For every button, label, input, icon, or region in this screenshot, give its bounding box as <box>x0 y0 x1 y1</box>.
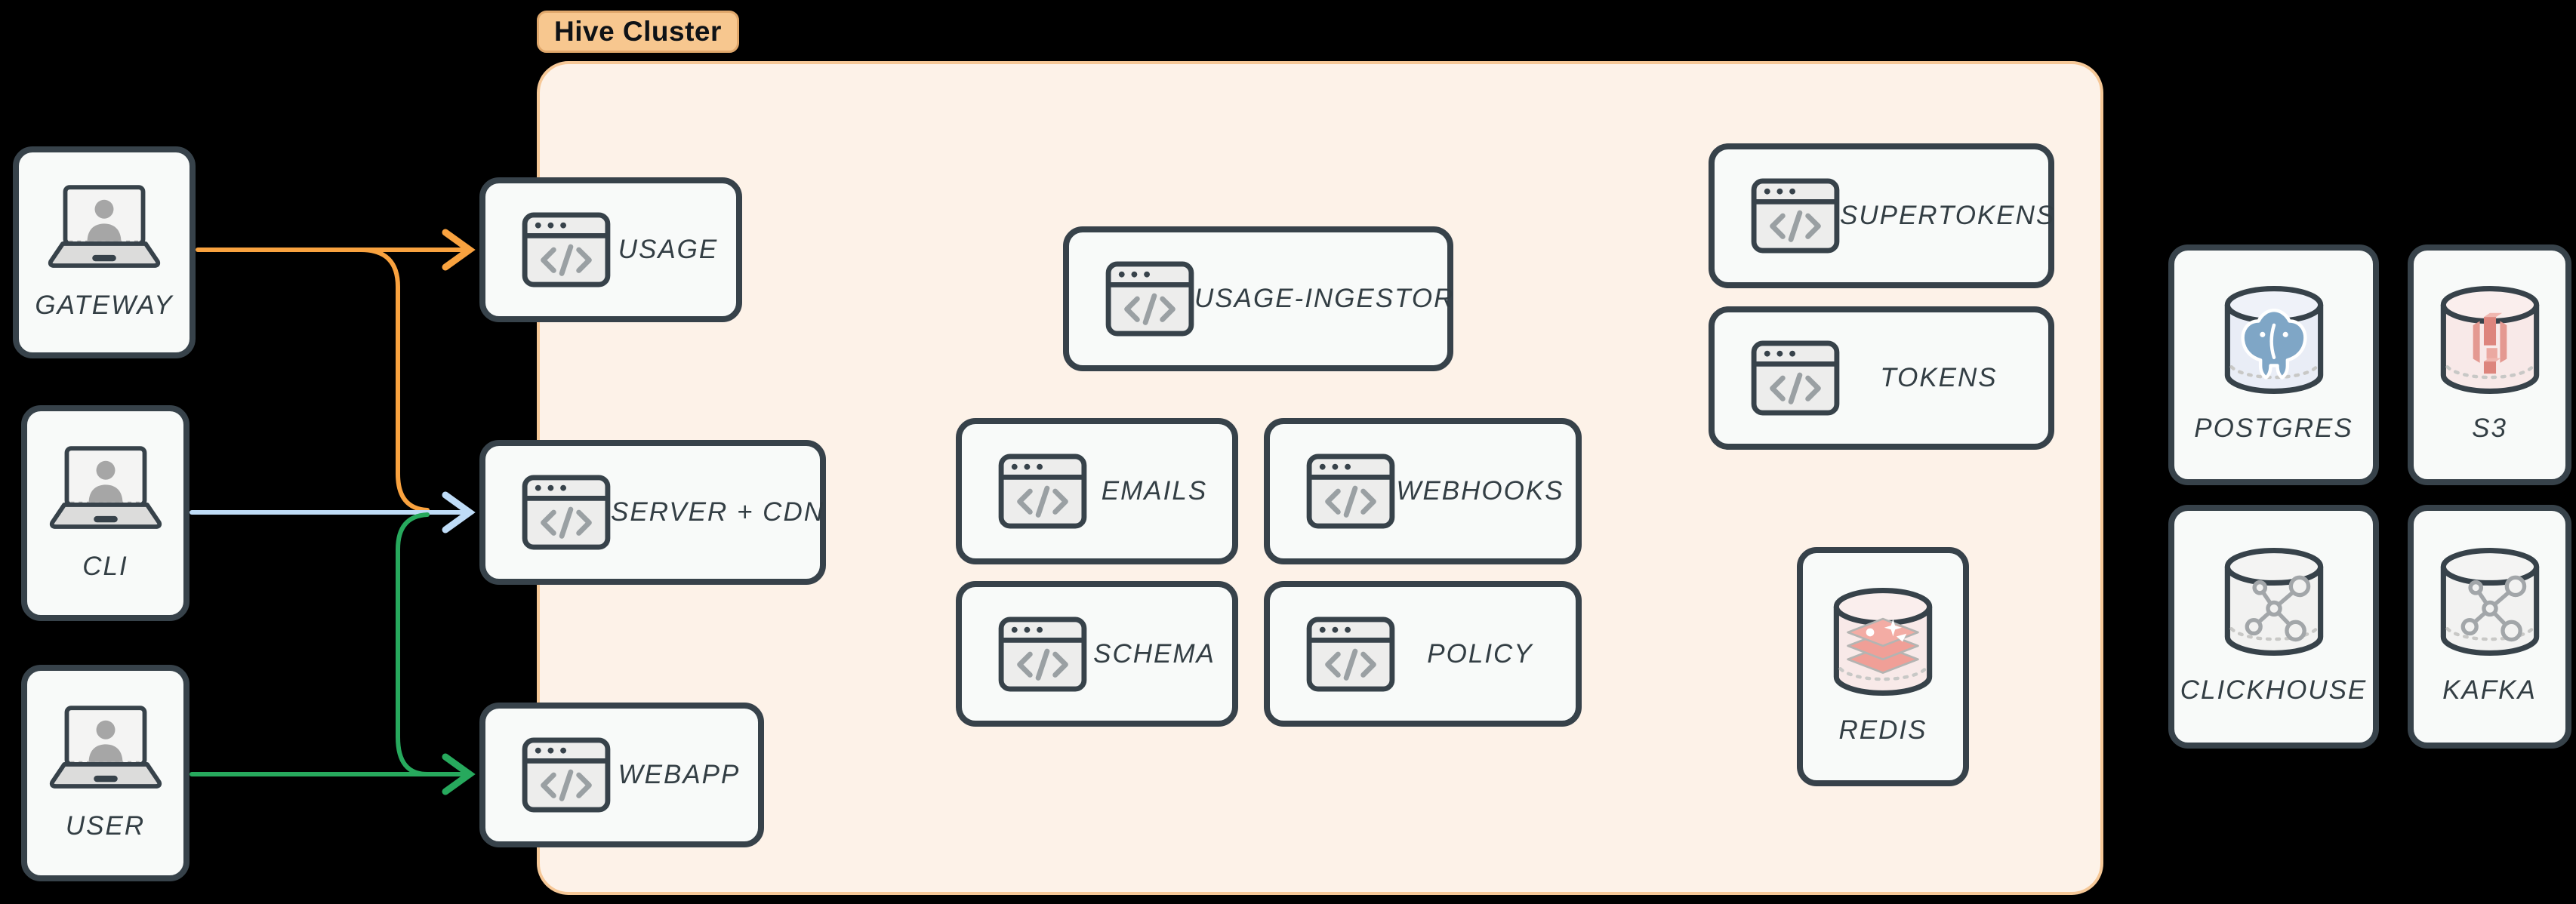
datastore-label-clickhouse: CLICKHOUSE <box>2180 675 2368 705</box>
s3-database-icon <box>2439 286 2541 394</box>
edge-gateway-to-server-cdn <box>359 248 430 512</box>
service-node-usage-ingestor: USAGE-INGESTOR <box>1063 226 1453 371</box>
datastore-label-s3: S3 <box>2472 414 2507 443</box>
hive-cluster-badge-label: Hive Cluster <box>554 16 722 47</box>
code-window-icon <box>998 454 1087 529</box>
code-window-icon <box>522 212 611 287</box>
client-label-gateway: GATEWAY <box>35 291 174 320</box>
datastore-label-redis: REDIS <box>1838 715 1927 745</box>
datastore-node-postgres: POSTGRES <box>2168 244 2379 485</box>
laptop-user-icon <box>48 184 161 269</box>
datastore-label-kafka: KAFKA <box>2442 675 2537 705</box>
datastore-node-s3: S3 <box>2408 244 2571 485</box>
code-window-icon <box>1306 617 1395 692</box>
service-label-emails: EMAILS <box>1101 476 1208 506</box>
service-node-supertokens: SUPERTOKENS <box>1709 143 2054 288</box>
code-window-icon <box>522 475 611 550</box>
code-window-icon <box>1751 340 1840 416</box>
service-node-emails: EMAILS <box>956 418 1238 564</box>
service-node-usage: USAGE <box>479 177 742 322</box>
code-window-icon <box>1306 454 1395 529</box>
arrowhead-server-cdn <box>442 491 476 533</box>
laptop-user-icon <box>49 705 162 790</box>
client-node-user: USER <box>21 665 190 881</box>
service-label-server-cdn: SERVER + CDN <box>611 497 825 527</box>
service-label-webhooks: WEBHOOKS <box>1396 476 1564 506</box>
service-label-schema: SCHEMA <box>1093 638 1216 669</box>
service-label-webapp: WEBAPP <box>618 760 741 789</box>
service-label-usage-ingestor: USAGE-INGESTOR <box>1194 284 1455 313</box>
service-node-tokens: TOKENS <box>1709 306 2054 450</box>
client-label-user: USER <box>65 811 146 841</box>
network-database-icon <box>2439 548 2541 656</box>
code-window-icon <box>1751 178 1840 254</box>
postgres-database-icon <box>2223 286 2325 394</box>
hive-cluster-badge: Hive Cluster <box>537 11 739 53</box>
laptop-user-icon <box>49 445 162 530</box>
service-node-webapp: WEBAPP <box>479 703 764 847</box>
client-node-gateway: GATEWAY <box>13 146 196 358</box>
service-label-supertokens: SUPERTOKENS <box>1840 201 2056 230</box>
service-label-policy: POLICY <box>1427 638 1533 669</box>
datastore-label-postgres: POSTGRES <box>2194 414 2353 443</box>
datastore-node-clickhouse: CLICKHOUSE <box>2168 505 2379 749</box>
code-window-icon <box>522 737 611 813</box>
datastore-node-redis: REDIS <box>1797 547 1969 786</box>
client-label-cli: CLI <box>82 551 128 581</box>
network-database-icon <box>2223 548 2325 656</box>
service-label-tokens: TOKENS <box>1880 363 1998 392</box>
code-window-icon <box>998 617 1087 692</box>
service-label-usage: USAGE <box>618 235 719 264</box>
redis-database-icon <box>1832 588 1934 696</box>
service-node-webhooks: WEBHOOKS <box>1264 418 1582 564</box>
edge-user-to-server-cdn <box>396 512 430 776</box>
arrowhead-usage <box>442 229 476 271</box>
service-node-policy: POLICY <box>1264 581 1582 727</box>
arrowhead-webapp <box>442 753 476 795</box>
service-node-schema: SCHEMA <box>956 581 1238 727</box>
client-node-cli: CLI <box>21 405 190 621</box>
code-window-icon <box>1105 261 1194 337</box>
datastore-node-kafka: KAFKA <box>2408 505 2571 749</box>
service-node-server-cdn: SERVER + CDN <box>479 440 826 585</box>
